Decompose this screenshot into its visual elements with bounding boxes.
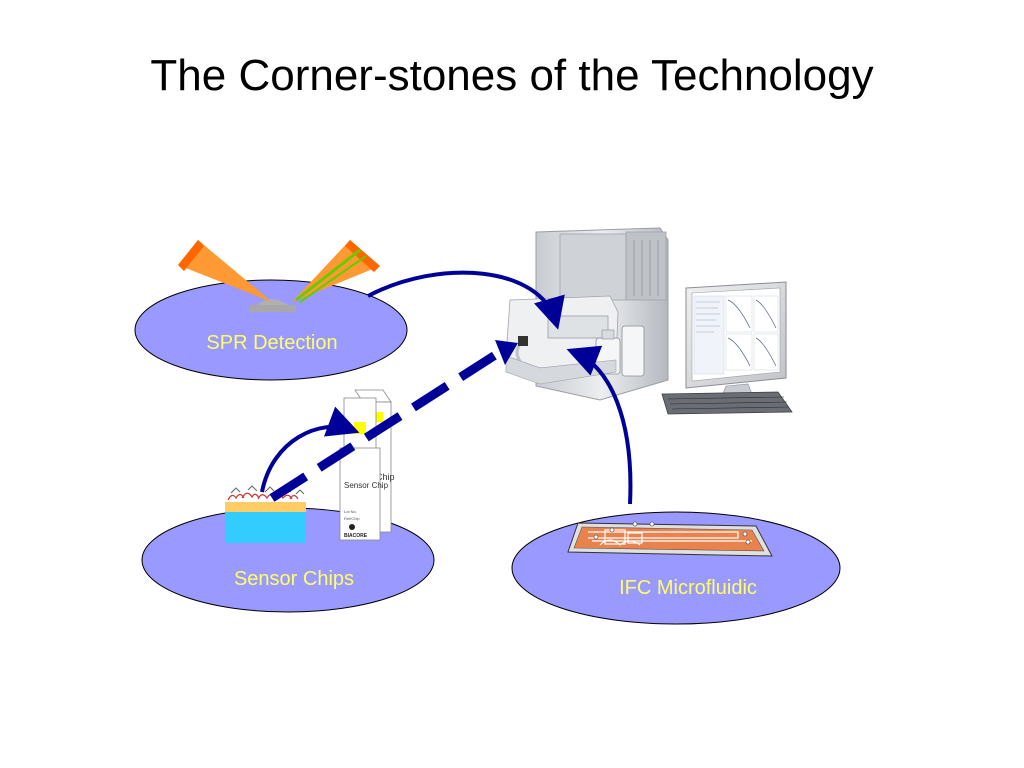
spr-ellipse	[134, 279, 408, 381]
arrow-chip-to-card	[260, 406, 360, 493]
arrow-ifc-to-instrument	[566, 345, 633, 505]
sensor-chip-package-icon: Chip Sensor Chip Lot No. Ref/Chip BIACOR…	[339, 389, 395, 541]
spr-detection-node: SPR Detection	[134, 240, 408, 381]
chip-cross-section-icon	[225, 485, 306, 543]
chip-front-label: Sensor Chip	[344, 481, 389, 490]
dashed-arrow-sensor-to-instrument	[269, 348, 503, 502]
biacore-instrument-icon	[505, 227, 669, 401]
sensor-chips-label: Sensor Chips	[234, 568, 354, 590]
slide-title: The Corner-stones of the Technology	[150, 51, 874, 100]
chip-fine-print-1: Lot No.	[344, 509, 357, 514]
keyboard-icon	[661, 391, 793, 415]
arrow-spr-to-instrument	[367, 270, 565, 330]
light-source-prism-icon	[178, 240, 272, 302]
spr-label: SPR Detection	[206, 332, 337, 354]
ifc-label: IFC Microfluidic	[619, 577, 757, 599]
buffer-bottle-icon	[595, 325, 645, 377]
ifc-microfluidic-node: IFC Microfluidic	[511, 511, 841, 625]
computer-monitor-icon	[685, 281, 787, 397]
microfluidic-cartridge-icon	[567, 521, 773, 557]
detector-prism-icon	[292, 240, 380, 303]
chip-back-label: Chip	[376, 472, 395, 482]
chip-brand: BIACORE	[344, 533, 368, 539]
chip-fine-print-2: Ref/Chip	[344, 516, 360, 521]
